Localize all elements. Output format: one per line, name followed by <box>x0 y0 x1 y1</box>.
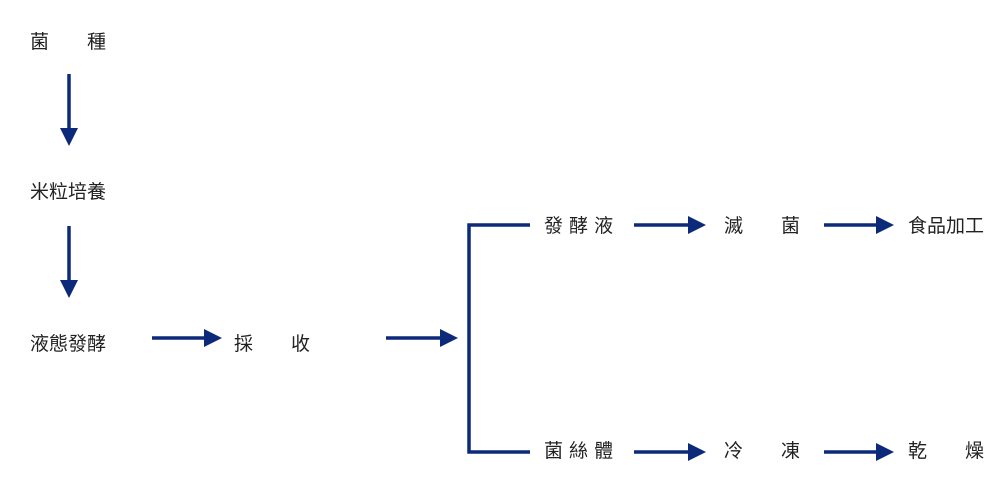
node-rice-culture: 米粒培養 <box>30 181 107 203</box>
arrow-mycelium-to-freeze <box>634 443 706 461</box>
arrow-sterilize-to-food <box>824 216 894 234</box>
node-dry: 乾 燥 <box>908 440 985 462</box>
arrow-liquid-to-harvest <box>152 329 222 347</box>
arrow-freeze-to-dry <box>824 443 894 461</box>
node-harvest: 採 收 <box>234 333 311 355</box>
node-food-processing: 食品加工 <box>908 215 985 237</box>
node-starter: 菌 種 <box>30 31 107 53</box>
arrows <box>60 74 894 461</box>
node-liquid-ferment: 液態發酵 <box>30 333 107 355</box>
arrow-starter-to-rice <box>60 74 78 146</box>
branch-bracket <box>467 223 530 454</box>
node-broth: 發 酵 液 <box>544 215 614 237</box>
branch-bracket-line <box>467 223 530 454</box>
node-sterilize: 滅 菌 <box>724 215 801 237</box>
arrow-broth-to-sterilize <box>634 216 706 234</box>
arrow-rice-to-liquid <box>60 226 78 298</box>
arrow-harvest-to-branch <box>386 329 458 347</box>
node-freeze: 冷 凍 <box>724 440 801 462</box>
node-mycelium: 菌 絲 體 <box>544 440 614 462</box>
